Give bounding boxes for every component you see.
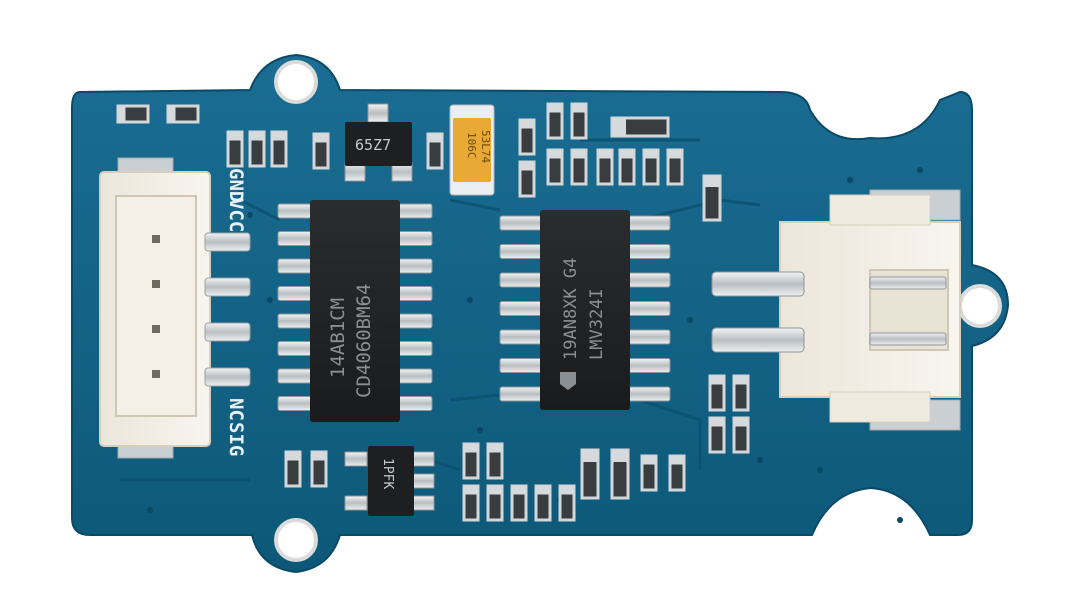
mounting-hole-top — [274, 60, 318, 104]
ic-pin — [395, 286, 433, 301]
ti-logo-icon — [560, 372, 576, 390]
smd-terminal — [250, 132, 264, 141]
tantalum-capacitor: 106C 53L74 — [449, 104, 495, 196]
ic-pin — [395, 368, 433, 384]
smd-terminal — [536, 486, 550, 495]
mounting-hole-bottom — [274, 518, 318, 562]
tantalum-label-2: 53L74 — [479, 130, 492, 163]
ic-left: 14AB1CM CD4060BM64 — [277, 200, 433, 422]
ic-pin — [395, 258, 433, 274]
ic-pin — [499, 386, 545, 402]
smd-terminal — [428, 134, 442, 143]
ic-pin — [499, 329, 545, 345]
ic-pin — [277, 231, 315, 246]
passive-components — [116, 102, 750, 522]
smd-terminal — [670, 456, 684, 465]
smd-terminal — [488, 486, 502, 495]
smd-terminal — [314, 134, 328, 143]
smd-terminal — [520, 120, 534, 129]
label-vcc: VCC — [225, 198, 247, 232]
smd-terminal — [548, 150, 562, 159]
ic-pin — [625, 386, 671, 402]
smd-terminal — [710, 418, 724, 427]
label-sig: SIG — [225, 422, 247, 456]
ic-pin — [499, 358, 545, 373]
silkscreen-labels: GND VCC NC SIG — [225, 168, 247, 456]
ic-pin — [277, 368, 315, 384]
ic-pin — [277, 258, 315, 274]
smd-terminal — [612, 450, 628, 462]
transistor-top-label: 65Z7 — [355, 136, 391, 154]
ic-pin — [395, 231, 433, 246]
smd-terminal — [520, 162, 534, 171]
smd-terminal — [668, 150, 682, 159]
transistor-bottom: 1PFK — [344, 446, 435, 516]
right-connector — [711, 189, 961, 431]
ic-pin — [499, 272, 545, 288]
ic-right-line2: LMV324I — [587, 288, 607, 360]
smd-terminal — [168, 106, 176, 122]
smd-terminal — [642, 456, 656, 465]
left-connector — [99, 157, 251, 459]
smd-terminal — [710, 376, 724, 385]
smd-terminal — [572, 150, 586, 159]
smd-terminal — [560, 486, 574, 495]
ic-pin — [499, 244, 545, 259]
smd-terminal — [548, 104, 562, 113]
ic-pin — [395, 341, 433, 356]
ic-pin — [625, 215, 671, 231]
label-gnd: GND — [225, 168, 247, 202]
ic-pin — [625, 329, 671, 345]
smd-terminal — [704, 176, 720, 187]
ic-left-line1: 14AB1CM — [327, 298, 349, 378]
smd-terminal — [734, 376, 748, 385]
smd-terminal — [572, 104, 586, 113]
ic-left-line2: CD4060BM64 — [353, 284, 375, 398]
tantalum-label-1: 106C — [465, 132, 478, 159]
smd-terminal — [464, 444, 478, 453]
smd-terminal — [620, 150, 634, 159]
label-nc: NC — [225, 398, 247, 421]
smd-terminal — [312, 452, 326, 461]
smd-terminal — [582, 450, 598, 462]
ic-pin — [625, 272, 671, 288]
smd-terminal — [228, 132, 242, 141]
smd-terminal — [286, 452, 300, 461]
ic-pin — [395, 203, 433, 219]
smd-terminal — [488, 444, 502, 453]
mounting-hole-right — [958, 284, 1002, 328]
ic-pin — [625, 358, 671, 373]
smd-terminal — [644, 150, 658, 159]
ic-pin — [499, 215, 545, 231]
smd-terminal — [464, 486, 478, 495]
smd-terminal — [118, 106, 126, 122]
ic-pin — [277, 203, 315, 219]
smd-terminal — [272, 132, 286, 141]
transistor-top: 65Z7 — [344, 103, 413, 182]
smd-terminal — [612, 118, 626, 136]
ic-right: 19AN8XK G4 LMV324I — [499, 210, 671, 410]
ic-right-line1: 19AN8XK G4 — [561, 258, 581, 360]
ic-pin — [625, 301, 671, 316]
ic-pin — [395, 313, 433, 329]
ic-pin — [395, 396, 433, 411]
ic-pin — [499, 301, 545, 316]
ic-pin — [277, 313, 315, 329]
ic-pin — [625, 244, 671, 259]
ic-pin — [277, 286, 315, 301]
ic-pin — [277, 341, 315, 356]
ic-pin — [277, 396, 315, 411]
smd-terminal — [512, 486, 526, 495]
smd-terminal — [598, 150, 612, 159]
transistor-bottom-label: 1PFK — [380, 458, 395, 489]
smd-terminal — [734, 418, 748, 427]
